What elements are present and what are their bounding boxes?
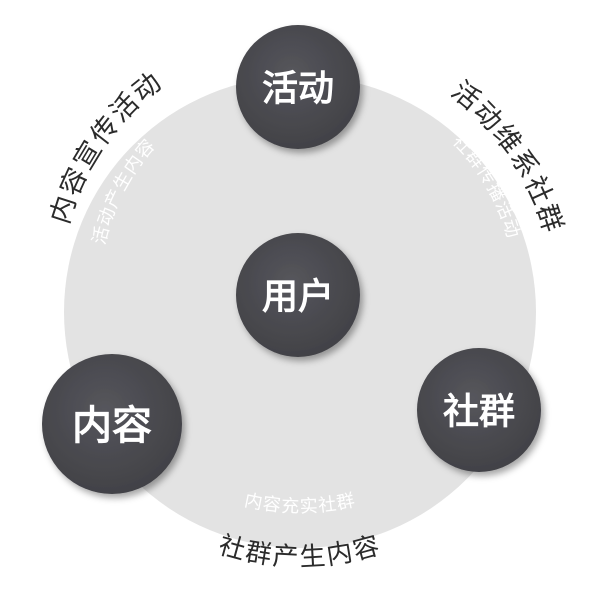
node-top-label: 活动 xyxy=(262,69,334,110)
node-top: 活动 xyxy=(236,25,360,149)
node-center-label: 用户 xyxy=(262,277,334,318)
node-right-label: 社群 xyxy=(443,392,515,433)
node-center: 用户 xyxy=(236,233,360,357)
node-left-label: 内容 xyxy=(72,403,152,449)
node-right: 社群 xyxy=(417,348,541,472)
node-left: 内容 xyxy=(42,354,182,494)
